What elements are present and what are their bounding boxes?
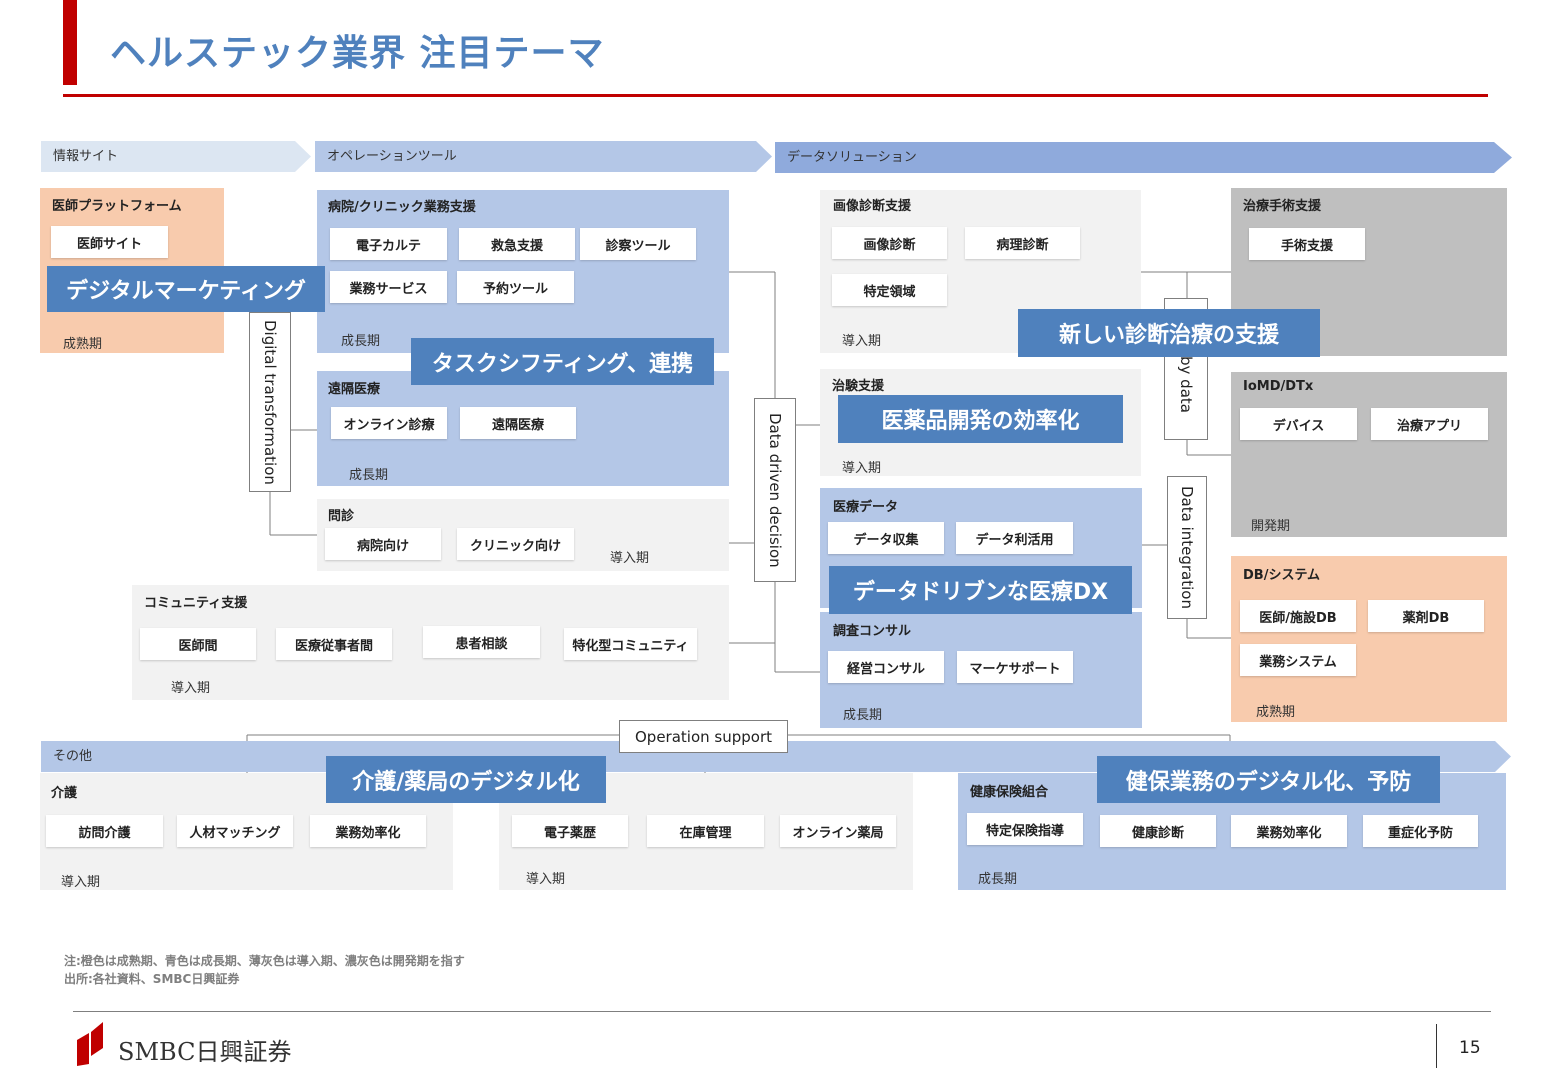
group-community: コミュニティ支援 医師間 医療従事者間 患者相談 特化型コミュニティ 導入期 [132,585,729,700]
band-operation-tool: オペレーションツール [315,141,772,172]
item-remote-care: 遠隔医療 [460,407,576,439]
stage-label: 成長期 [349,468,389,483]
item-patient-consult: 患者相談 [423,626,540,658]
group-title: コミュニティ支援 [144,596,248,611]
item-pathology: 病理診断 [965,227,1080,259]
group-title: 遠隔医療 [328,382,381,397]
group-hospital-ops: 病院/クリニック業務支援 電子カルテ 救急支援 診察ツール 業務サービス 予約ツ… [317,190,729,353]
item-device: デバイス [1240,408,1357,440]
item-reservation-tool: 予約ツール [457,271,574,303]
item-specific-guidance: 特定保険指導 [967,813,1083,845]
brand-name: SMBC日興証券 [118,1038,292,1066]
source-note: 出所:各社資料、SMBC日興証券 [64,972,240,986]
footer-divider [73,1011,1491,1012]
item-inventory: 在庫管理 [647,815,764,847]
callout-data-driven-dx: データドリブンな医療DX [829,566,1132,614]
item-surgery-assist: 手術支援 [1249,228,1365,260]
group-title: 医療データ [833,500,899,515]
item-doctor-facility-db: 医師/施設DB [1240,600,1356,632]
group-db-system: DB/システム 医師/施設DB 薬剤DB 業務システム 成熟期 [1231,556,1507,722]
group-title: 介護 [51,786,78,801]
group-title: DB/システム [1243,568,1321,583]
item-marketing-support: マーケサポート [957,651,1073,683]
stage-label: 成長期 [843,708,883,723]
stage-label: 成長期 [978,872,1018,887]
callout-care-pharmacy: 介護/薬局のデジタル化 [326,756,606,803]
item-doctor-site: 医師サイト [51,226,168,258]
stage-label: 導入期 [61,875,101,890]
item-drug-db: 薬剤DB [1368,600,1484,632]
item-special-community: 特化型コミュニティ [564,628,697,660]
item-exam-tool: 診察ツール [580,228,696,260]
footnote: 注:橙色は成熟期、青色は成長期、薄灰色は導入期、濃灰色は開発期を指す [64,954,465,968]
callout-drug-development: 医薬品開発の効率化 [838,395,1123,443]
item-for-hospital: 病院向け [325,528,441,560]
title-accent-bar [63,0,77,85]
group-title: 治療手術支援 [1243,199,1322,214]
item-care-efficiency: 業務効率化 [310,815,426,847]
group-title: 調査コンサル [833,624,912,639]
item-image-diagnosis: 画像診断 [832,227,947,259]
item-staff-matching: 人材マッチング [177,815,293,847]
stage-label: 導入期 [171,681,211,696]
item-between-doctors: 医師間 [140,628,256,660]
callout-new-diagnosis: 新しい診断治療の支援 [1018,309,1320,357]
item-online-pharmacy: オンライン薬局 [780,815,896,847]
callout-task-shifting: タスクシフティング、連携 [411,338,714,385]
item-home-care: 訪問介護 [46,815,163,847]
stage-label: 成熟期 [63,337,103,352]
label-operation-support: Operation support [619,720,788,753]
stage-label: 成長期 [341,334,381,349]
item-e-medication-record: 電子薬歴 [512,815,628,847]
group-iomd-dtx: IoMD/DTx デバイス 治療アプリ 開発期 [1231,372,1507,537]
group-interview: 問診 病院向け クリニック向け 導入期 [317,499,729,571]
group-title: IoMD/DTx [1243,379,1314,394]
callout-digital-marketing: デジタルマーケティング [47,266,325,312]
brand-logo-icon [73,1020,107,1068]
group-title: 医師プラットフォーム [52,199,182,214]
item-data-collection: データ収集 [828,522,944,554]
item-severity-prevention: 重症化予防 [1363,815,1478,847]
item-management-consult: 経営コンサル [828,651,944,683]
stage-label: 開発期 [1251,519,1291,534]
band-info-site: 情報サイト [41,141,311,172]
group-survey-consult: 調査コンサル 経営コンサル マーケサポート 成長期 [820,612,1142,728]
item-business-system: 業務システム [1240,644,1356,676]
stage-label: 成熟期 [1256,705,1296,720]
group-remote: 遠隔医療 オンライン診療 遠隔医療 成長期 [317,371,729,486]
title-divider [63,94,1488,97]
item-insurance-efficiency: 業務効率化 [1231,815,1347,847]
callout-insurance-digital: 健保業務のデジタル化、予防 [1097,756,1440,803]
group-title: 健康保険組合 [970,785,1049,800]
label-digital-transformation: Digital transformation [249,312,291,492]
item-business-service: 業務サービス [330,271,447,303]
page-number: 15 [1459,1038,1481,1058]
label-data-driven-decision: Data driven decision [754,398,796,582]
group-title: 画像診断支援 [833,199,912,214]
group-title: 病院/クリニック業務支援 [328,200,476,215]
item-online-consult: オンライン診療 [331,407,447,439]
item-emergency: 救急支援 [459,228,575,260]
group-title: 治験支援 [832,379,885,394]
item-between-staff: 医療従事者間 [276,628,392,660]
item-data-utilization: データ利活用 [956,522,1073,554]
label-data-integration: Data integration [1167,476,1207,619]
stage-label: 導入期 [526,872,566,887]
item-for-clinic: クリニック向け [457,528,574,560]
page-title: ヘルステック業界 注目テーマ [110,33,605,74]
stage-label: 導入期 [842,334,882,349]
stage-label: 導入期 [842,461,882,476]
group-title: 問診 [328,509,355,524]
item-therapy-app: 治療アプリ [1371,408,1488,440]
item-specific-domain: 特定領域 [832,274,947,306]
stage-label: 導入期 [610,551,650,566]
band-data-solution: データソリューション [775,142,1512,173]
page-number-divider [1436,1024,1437,1068]
item-health-checkup: 健康診断 [1100,815,1216,847]
item-ehr: 電子カルテ [330,228,447,260]
